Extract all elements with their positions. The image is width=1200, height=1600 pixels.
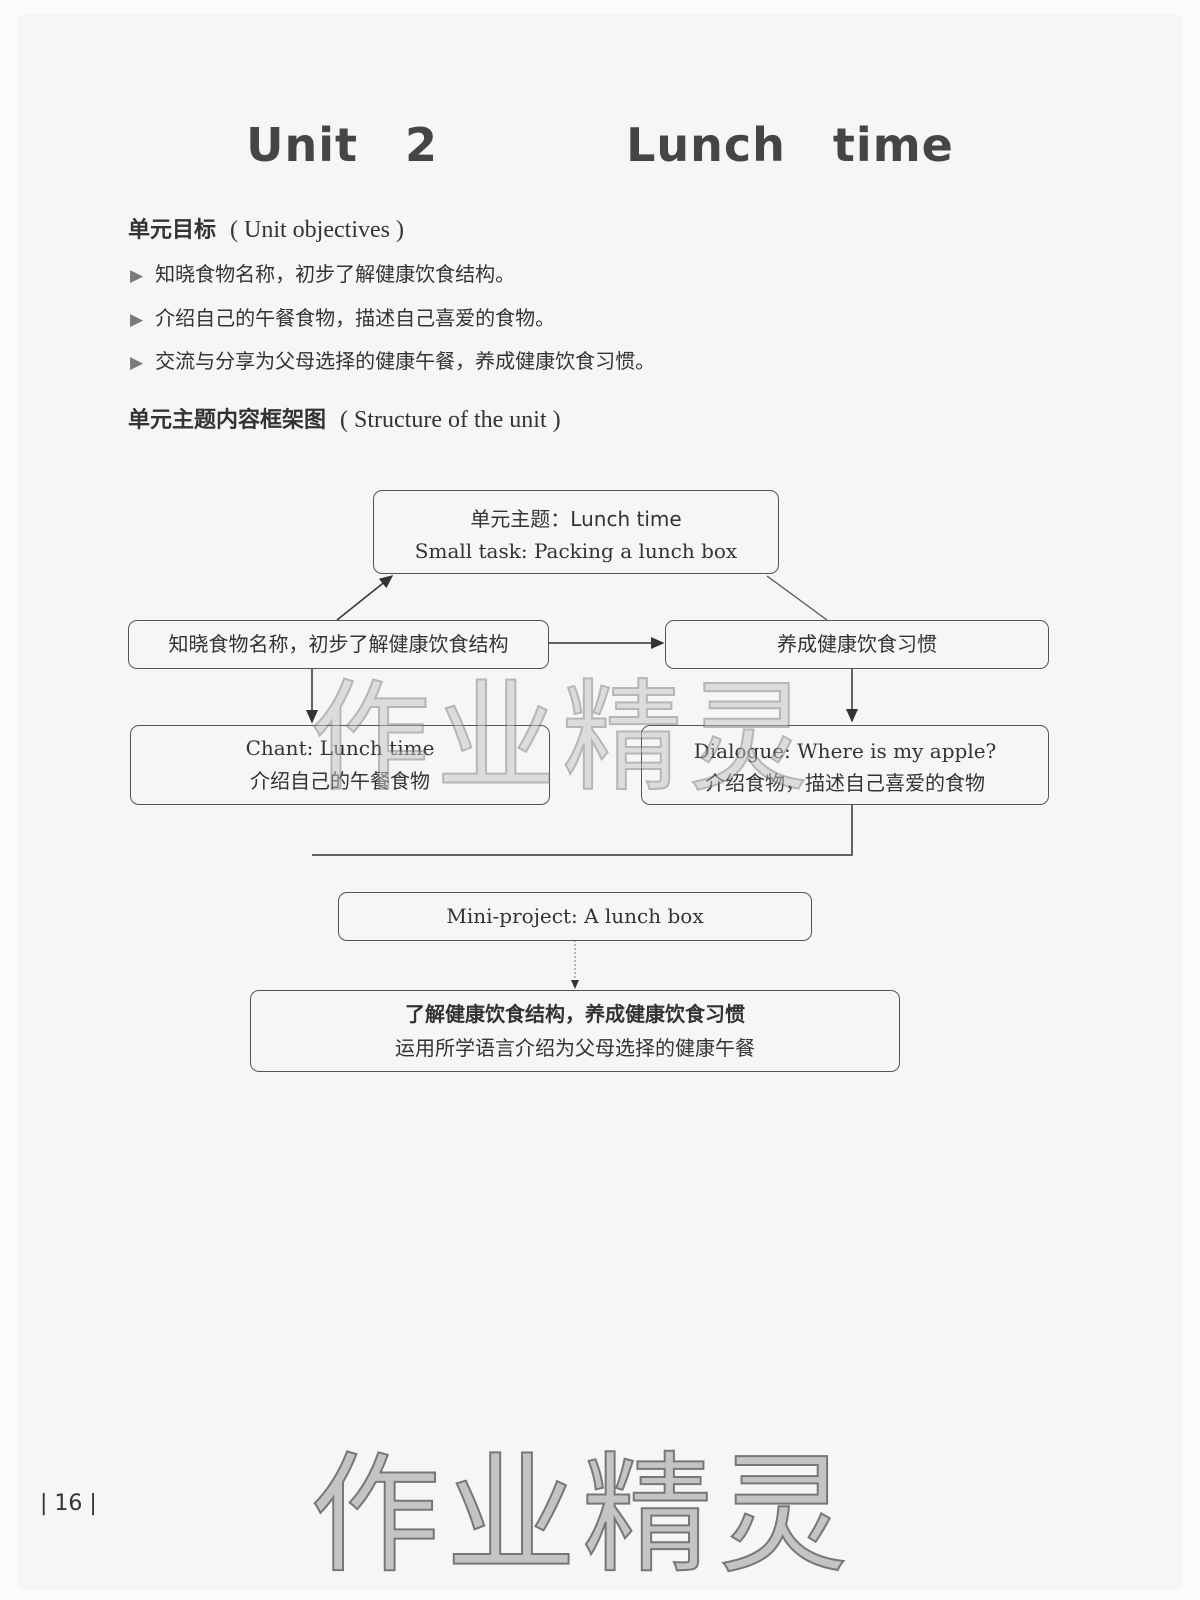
outcome-desc: 运用所学语言介绍为父母选择的健康午餐 bbox=[395, 1036, 755, 1060]
objective-text: 知晓食物名称，初步了解健康饮食结构。 bbox=[155, 262, 516, 286]
page bbox=[18, 14, 1182, 1590]
arrow-left-to-theme bbox=[336, 575, 394, 621]
chant-title: Chant: Lunch time bbox=[245, 736, 435, 760]
objective-text: 介绍自己的午餐食物，描述自己喜爱的食物。 bbox=[155, 306, 556, 330]
outcome-title: 了解健康饮食结构，养成健康饮食习惯 bbox=[405, 1002, 745, 1026]
structure-heading: 单元主题内容框架图 ( Structure of the unit ) bbox=[128, 402, 561, 434]
dialogue-box: Dialogue: Where is my apple? 介绍食物，描述自己喜爱… bbox=[641, 725, 1049, 805]
chant-box: Chant: Lunch time 介绍自己的午餐食物 bbox=[130, 725, 550, 805]
structure-heading-cn: 单元主题内容框架图 bbox=[128, 408, 327, 433]
triangle-bullet-icon: ▶ bbox=[130, 266, 144, 286]
objective-item: ▶ 知晓食物名称，初步了解健康饮食结构。 bbox=[130, 258, 515, 287]
outcome-box: 了解健康饮食结构，养成健康饮食习惯 运用所学语言介绍为父母选择的健康午餐 bbox=[250, 990, 900, 1072]
theme-small-task: Small task: Packing a lunch box bbox=[414, 539, 738, 563]
dialogue-title: Dialogue: Where is my apple? bbox=[693, 739, 997, 763]
objectives-heading-cn: 单元目标 bbox=[128, 218, 217, 243]
right-goal-box: 养成健康饮食习惯 bbox=[665, 620, 1049, 669]
line-right-to-theme bbox=[766, 575, 828, 621]
mini-project-box: Mini-project: A lunch box bbox=[338, 892, 812, 941]
objective-text: 交流与分享为父母选择的健康午餐，养成健康饮食习惯。 bbox=[155, 349, 656, 373]
objective-item: ▶ 介绍自己的午餐食物，描述自己喜爱的食物。 bbox=[130, 302, 555, 331]
page-title: Unit 2 Lunch time bbox=[246, 118, 954, 172]
dialogue-desc: 介绍食物，描述自己喜爱的食物 bbox=[705, 771, 985, 795]
theme-title: 单元主题：Lunch time bbox=[470, 507, 682, 531]
left-goal-text: 知晓食物名称，初步了解健康饮食结构 bbox=[168, 632, 509, 656]
right-goal-text: 养成健康饮食习惯 bbox=[777, 632, 937, 656]
structure-heading-en: ( Structure of the unit ) bbox=[340, 407, 561, 433]
chant-desc: 介绍自己的午餐食物 bbox=[250, 769, 430, 793]
theme-box: 单元主题：Lunch time Small task: Packing a lu… bbox=[373, 490, 779, 574]
mini-project-text: Mini-project: A lunch box bbox=[446, 904, 704, 928]
objectives-heading: 单元目标 ( Unit objectives ) bbox=[128, 212, 404, 244]
triangle-bullet-icon: ▶ bbox=[130, 310, 144, 330]
objective-item: ▶ 交流与分享为父母选择的健康午餐，养成健康饮食习惯。 bbox=[130, 345, 655, 374]
page-number: | 16 | bbox=[40, 1491, 97, 1516]
triangle-bullet-icon: ▶ bbox=[130, 353, 144, 373]
line-merge bbox=[312, 805, 853, 856]
left-goal-box: 知晓食物名称，初步了解健康饮食结构 bbox=[128, 620, 549, 669]
objectives-heading-en: ( Unit objectives ) bbox=[230, 217, 404, 243]
